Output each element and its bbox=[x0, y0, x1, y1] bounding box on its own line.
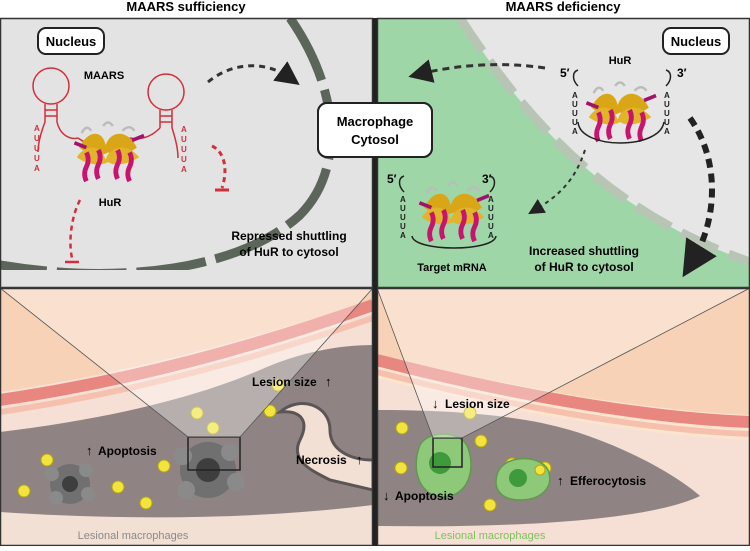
lesion-size-right-arrow: ↓ bbox=[432, 396, 439, 411]
are-bottom-right: A U U U A bbox=[488, 195, 494, 240]
hur-label-left: HuR bbox=[99, 197, 122, 209]
export-arrow-large bbox=[682, 116, 717, 278]
svg-text:U: U bbox=[34, 154, 40, 163]
increased-text-1: Increased shuttling bbox=[529, 244, 639, 258]
svg-text:A: A bbox=[34, 164, 40, 173]
svg-text:A: A bbox=[181, 125, 187, 134]
svg-text:U: U bbox=[34, 134, 40, 143]
header-left: MAARS sufficiency bbox=[126, 0, 246, 14]
top-left-panel bbox=[0, 18, 373, 288]
five-prime-top: 5′ bbox=[560, 66, 570, 80]
green-macrophage-left bbox=[415, 433, 472, 498]
svg-text:A: A bbox=[488, 231, 494, 240]
increased-text-2: of HuR to cytosol bbox=[534, 260, 633, 274]
svg-text:A: A bbox=[400, 231, 406, 240]
apoptosis-left-arrow: ↑ bbox=[86, 443, 93, 458]
three-prime-top: 3′ bbox=[677, 66, 687, 80]
three-prime-bottom: 3′ bbox=[482, 172, 492, 186]
svg-text:U: U bbox=[34, 144, 40, 153]
svg-text:U: U bbox=[664, 109, 670, 118]
bottom-right-panel bbox=[377, 288, 750, 546]
target-mrna-strand bbox=[411, 235, 497, 249]
svg-text:U: U bbox=[181, 155, 187, 164]
svg-text:U: U bbox=[664, 118, 670, 127]
nucleus-label-box-right bbox=[662, 27, 730, 55]
lesion-size-left-arrow: ↑ bbox=[325, 374, 332, 389]
nucleus-label-box-left bbox=[37, 27, 105, 55]
necrosis-arrow: ↑ bbox=[356, 452, 363, 467]
gray-macrophage-small bbox=[45, 463, 95, 505]
svg-text:U: U bbox=[572, 100, 578, 109]
cytosol-label-2-top: Cytosol bbox=[351, 132, 399, 147]
maars-label: MAARS bbox=[84, 70, 124, 82]
shuttle-arrow-left bbox=[207, 61, 300, 86]
are-top-left: A U U U A bbox=[572, 91, 578, 136]
svg-text:U: U bbox=[572, 109, 578, 118]
apoptosis-right-arrow: ↓ bbox=[383, 488, 390, 503]
svg-text:U: U bbox=[572, 118, 578, 127]
apoptosis-right: Apoptosis bbox=[395, 489, 454, 503]
svg-text:U: U bbox=[488, 222, 494, 231]
endothelium-right bbox=[377, 354, 750, 428]
export-arrow-middle bbox=[528, 149, 586, 215]
svg-text:A: A bbox=[400, 195, 406, 204]
right-nucleus-fill bbox=[460, 18, 750, 262]
svg-text:A: A bbox=[664, 127, 670, 136]
header-right: MAARS deficiency bbox=[506, 0, 622, 14]
svg-text:A: A bbox=[664, 91, 670, 100]
lesional-macrophages-right: Lesional macrophages bbox=[435, 530, 546, 542]
svg-text:U: U bbox=[488, 204, 494, 213]
svg-text:A: A bbox=[34, 124, 40, 133]
svg-text:U: U bbox=[181, 145, 187, 154]
svg-text:U: U bbox=[488, 213, 494, 222]
svg-text:U: U bbox=[181, 135, 187, 144]
green-macrophage-right bbox=[495, 457, 551, 501]
svg-text:U: U bbox=[400, 204, 406, 213]
nucleus-label-right: Nucleus bbox=[671, 34, 722, 49]
are-bottom-left: A U U U A bbox=[400, 195, 406, 240]
repressed-text-2: of HuR to cytosol bbox=[239, 245, 338, 259]
inhibit-line-right bbox=[211, 144, 227, 189]
apoptosis-left: Apoptosis bbox=[98, 444, 157, 458]
target-mrna-label: Target mRNA bbox=[417, 262, 487, 274]
maars-are-right: A U U U A bbox=[181, 125, 187, 174]
nucleus-label-left: Nucleus bbox=[46, 34, 97, 49]
are-top-right: A U U U A bbox=[664, 91, 670, 136]
hur-label-right: HuR bbox=[609, 55, 632, 67]
necrosis-label: Necrosis bbox=[296, 453, 347, 467]
lipid-droplets-left bbox=[17, 378, 285, 510]
maars-are-left: A U U U A bbox=[34, 124, 40, 173]
bottom-left-panel bbox=[0, 288, 373, 546]
repressed-text-1: Repressed shuttling bbox=[231, 229, 346, 243]
svg-text:U: U bbox=[400, 213, 406, 222]
lesional-macrophages-left: Lesional macrophages bbox=[78, 530, 189, 542]
svg-text:U: U bbox=[400, 222, 406, 231]
svg-text:A: A bbox=[181, 165, 187, 174]
svg-text:A: A bbox=[572, 91, 578, 100]
cytosol-label-1-top: Macrophage bbox=[337, 114, 414, 129]
mrna-strand-top bbox=[577, 121, 665, 144]
lesion-size-right: Lesion size bbox=[445, 397, 510, 411]
svg-text:U: U bbox=[664, 100, 670, 109]
inhibit-line-bottom bbox=[69, 199, 82, 259]
five-prime-bottom: 5′ bbox=[387, 172, 397, 186]
lesion-size-left: Lesion size bbox=[252, 375, 317, 389]
svg-text:A: A bbox=[572, 127, 578, 136]
svg-text:A: A bbox=[488, 195, 494, 204]
efferocytosis-label: Efferocytosis bbox=[570, 474, 646, 488]
cytosol-label-box-top bbox=[317, 102, 433, 158]
necrotic-core bbox=[275, 402, 373, 492]
panel-divider bbox=[373, 18, 377, 546]
efferocytosis-arrow: ↑ bbox=[557, 473, 564, 488]
export-arrow-top bbox=[408, 59, 546, 83]
endothelium-left bbox=[0, 299, 373, 406]
